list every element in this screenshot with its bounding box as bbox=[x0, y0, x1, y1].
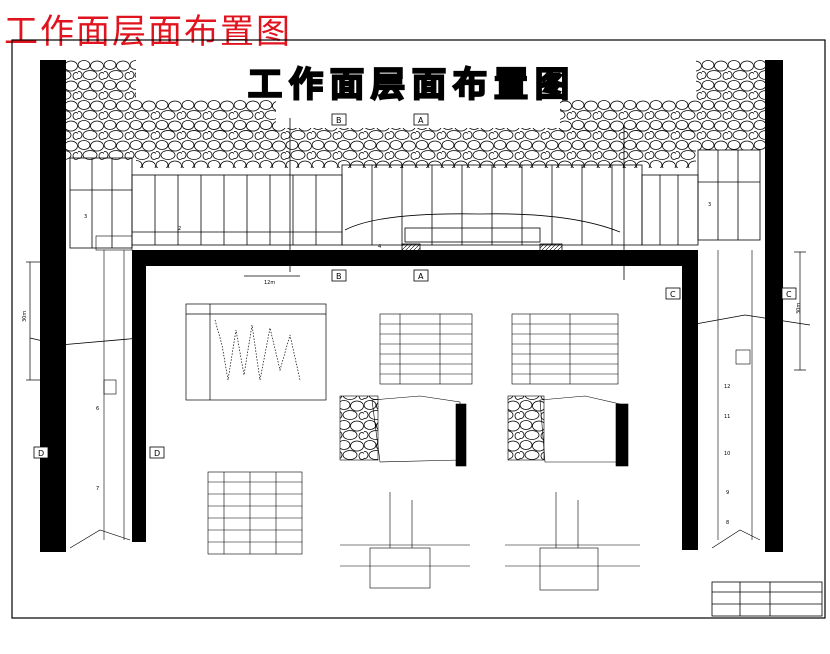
label-1: 1 bbox=[488, 254, 491, 260]
left-roadway-detail bbox=[69, 235, 133, 549]
label-4: 4 bbox=[378, 244, 381, 250]
section-view-a bbox=[339, 395, 467, 467]
dim-right: 30m bbox=[796, 303, 802, 314]
section-marker-c-left: C bbox=[670, 290, 676, 299]
label-6: 6 bbox=[96, 406, 99, 412]
label-10: 10 bbox=[724, 451, 730, 457]
dim-left: 30m bbox=[22, 311, 28, 322]
label-2: 2 bbox=[178, 226, 181, 232]
table-a bbox=[379, 313, 473, 385]
section-view-b bbox=[507, 395, 629, 467]
right-inner-wall bbox=[682, 250, 698, 550]
label-7: 7 bbox=[96, 486, 99, 492]
label-9: 9 bbox=[726, 490, 729, 496]
section-view-d bbox=[505, 492, 640, 591]
right-roadway-wall bbox=[765, 60, 783, 552]
section-marker-d-right: D bbox=[154, 449, 160, 458]
label-3-left: 3 bbox=[84, 214, 87, 220]
label-11: 11 bbox=[724, 414, 730, 420]
section-marker-boxes bbox=[33, 113, 797, 459]
lower-roadway bbox=[132, 250, 698, 266]
table-c bbox=[207, 471, 303, 555]
label-12: 12 bbox=[724, 384, 730, 390]
dimension-lines bbox=[26, 251, 806, 381]
section-marker-a-bottom: A bbox=[418, 272, 424, 281]
dim-bottom: 12m bbox=[264, 280, 275, 286]
drawing-frame bbox=[11, 39, 826, 619]
section-marker-b-bottom: B bbox=[336, 272, 342, 281]
section-lines bbox=[29, 118, 811, 346]
label-3-right: 3 bbox=[708, 202, 711, 208]
left-roadway-wall bbox=[40, 60, 66, 552]
section-marker-a-top: A bbox=[418, 116, 424, 125]
drawing-title: 工作面层面布置图 bbox=[248, 65, 576, 105]
section-view-c bbox=[340, 492, 470, 589]
chart-schedule bbox=[185, 303, 327, 401]
section-marker-c-right: C bbox=[786, 290, 792, 299]
section-marker-d-left: D bbox=[38, 449, 44, 458]
table-b bbox=[511, 313, 619, 385]
section-marker-b-top: B bbox=[336, 116, 342, 125]
title-block bbox=[711, 581, 823, 617]
gob-rock-zone bbox=[66, 60, 766, 168]
left-roadway-inner-wall bbox=[132, 250, 146, 542]
red-overlay-title: 工作面层面布置图 bbox=[4, 12, 292, 52]
label-8: 8 bbox=[726, 520, 729, 526]
support-row bbox=[69, 149, 761, 253]
right-roadway-detail bbox=[711, 250, 761, 549]
